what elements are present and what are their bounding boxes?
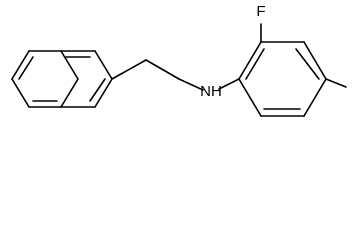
fluoromethylphenyl-ring bbox=[238, 23, 347, 117]
double-bond-inner bbox=[245, 48, 265, 80]
double-bond-inner bbox=[89, 78, 106, 102]
bond-nh-to-ring bbox=[218, 78, 240, 90]
bond bbox=[94, 78, 113, 108]
bond-to-nh bbox=[178, 78, 204, 91]
bond bbox=[60, 50, 79, 80]
bond bbox=[11, 78, 30, 108]
bond bbox=[11, 50, 30, 80]
bond-ch2-to-aromatic-region bbox=[145, 59, 180, 80]
double-bond-inner bbox=[18, 56, 34, 80]
molecule-diagram: F NH bbox=[11, 2, 347, 117]
double-bond-inner bbox=[295, 48, 320, 80]
bond-to-ch2 bbox=[111, 59, 147, 80]
benzylic-linker bbox=[111, 59, 240, 91]
bond bbox=[60, 78, 79, 108]
bond bbox=[303, 41, 327, 80]
naphthalene-ring-system bbox=[11, 50, 113, 108]
bond bbox=[238, 41, 262, 80]
structure-svg: F NH bbox=[11, 3, 347, 117]
bond bbox=[303, 78, 327, 117]
bond bbox=[238, 78, 262, 117]
fluorine-label: F bbox=[256, 3, 265, 20]
methyl-bond bbox=[325, 78, 347, 88]
amine-label: NH bbox=[200, 83, 222, 100]
bond bbox=[94, 50, 113, 80]
